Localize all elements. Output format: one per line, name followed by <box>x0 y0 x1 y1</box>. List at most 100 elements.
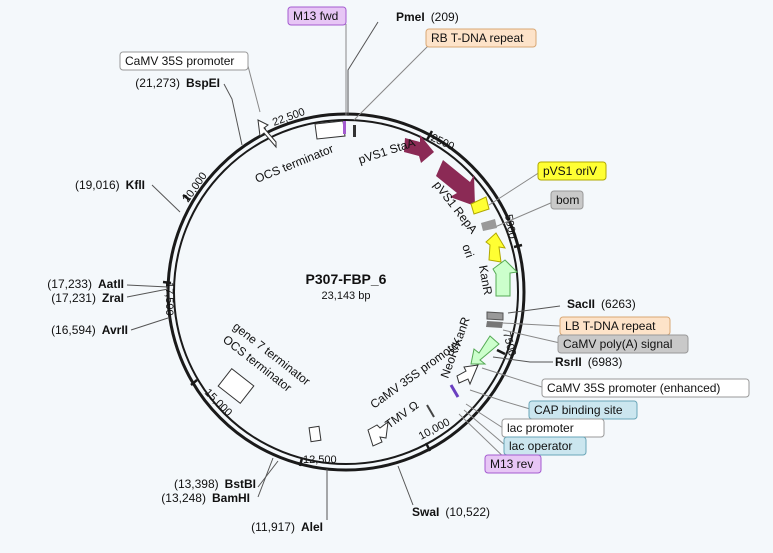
box-camv35s-enh-bg <box>541 378 750 398</box>
box-lb-tdna[interactable]: LB T-DNA repeat <box>559 316 671 336</box>
leader-zrai <box>126 288 169 298</box>
leader-camv-top <box>247 65 261 113</box>
box-m13-fwd-bg <box>287 6 347 26</box>
site-pmei[interactable]: PmeI (209) <box>396 10 459 24</box>
site-zrai-name: ZraI <box>102 291 124 305</box>
box-m13-fwd[interactable]: M13 fwd <box>287 6 347 26</box>
ocs-terminator-top-feature <box>314 120 346 140</box>
site-aatii-name: AatII <box>98 277 124 291</box>
box-bom-bg <box>550 190 584 210</box>
leader-cap <box>469 389 531 410</box>
leader-enh <box>481 367 546 389</box>
box-cap-site-text: CAP binding site <box>534 403 623 417</box>
site-bspei-name: BspEI <box>186 76 220 90</box>
site-aatii[interactable]: (17,233) AatII <box>47 277 124 291</box>
tick-mark-10000 <box>424 442 432 452</box>
feature-leaders <box>247 24 561 464</box>
site-swai-name: SwaI <box>412 505 439 519</box>
site-aatii-pos: (17,233) <box>47 277 92 291</box>
site-bstbi-name: BstBI <box>225 477 256 491</box>
box-lac-promoter[interactable]: lac promoter <box>501 418 605 438</box>
tmv-mark-feature <box>426 404 435 418</box>
gene7-terminator-feature <box>308 425 322 443</box>
box-pvs1-oriv-bg <box>537 161 607 181</box>
site-sacii[interactable]: SacII(6263) <box>567 297 636 311</box>
site-kfli[interactable]: (19,016) KflI <box>75 178 145 192</box>
site-alei[interactable]: (11,917)AleI <box>251 520 323 534</box>
tick-mark-2500 <box>425 130 434 141</box>
ori-feature <box>485 232 506 263</box>
box-m13-rev-text: M13 rev <box>490 457 533 471</box>
leader-sacii <box>507 305 561 314</box>
box-m13-fwd-text: M13 fwd <box>293 9 338 23</box>
box-camv35s-top-bg <box>119 51 249 71</box>
box-bom[interactable]: bom <box>550 190 584 210</box>
site-swai-pos: (10,522) <box>445 505 490 519</box>
site-rsrii[interactable]: RsrII (6983) <box>555 355 622 369</box>
tick-label-5000: 5000 <box>502 213 518 239</box>
leader-pmei <box>347 21 379 116</box>
neor-kanr-feature <box>470 335 500 365</box>
label-ocs-top: OCS terminator <box>253 142 336 186</box>
site-avrii-name: AvrII <box>102 323 128 337</box>
box-camv35s-enh[interactable]: CaMV 35S promoter (enhanced) <box>541 378 750 398</box>
leader-aatii <box>126 284 169 288</box>
site-bspei[interactable]: (21,273) BspEI <box>135 76 220 90</box>
site-rsrii-name: RsrII <box>555 355 582 369</box>
leader-bspei <box>223 83 243 146</box>
box-lac-promoter-text: lac promoter <box>507 421 574 435</box>
site-pmei-pos: (209) <box>431 10 459 24</box>
leader-avrii <box>130 317 169 331</box>
site-rsrii-pos: (6983) <box>588 355 623 369</box>
site-swai[interactable]: SwaI (10,522) <box>412 505 490 519</box>
plasmid-size: 23,143 bp <box>322 290 371 302</box>
box-camv35s-enh-text: CaMV 35S promoter (enhanced) <box>547 381 720 395</box>
site-pmei-name: PmeI <box>396 10 425 24</box>
leader-bstbi <box>257 460 279 488</box>
box-rb-tdna[interactable]: RB T-DNA repeat <box>425 28 537 48</box>
site-bamhi-pos: (13,248) <box>161 491 206 505</box>
site-kfli-pos: (19,016) <box>75 178 120 192</box>
tick-mark-20000 <box>182 193 191 202</box>
box-bom-text: bom <box>556 193 579 207</box>
leader-bom <box>494 201 554 228</box>
leader-rb <box>353 43 431 121</box>
box-pvs1-oriv[interactable]: pVS1 oriV <box>537 161 607 181</box>
tick-mark-7500 <box>496 348 506 356</box>
site-bamhi[interactable]: (13,248)BamHI <box>161 491 250 505</box>
camv35s-inner-feature <box>367 420 389 447</box>
box-cap-site[interactable]: CAP binding site <box>528 400 638 420</box>
site-avrii-pos: (16,594) <box>51 323 96 337</box>
site-bspei-pos: (21,273) <box>135 76 180 90</box>
box-camv35s-top-text: CaMV 35S promoter <box>125 54 234 68</box>
box-m13-rev[interactable]: M13 rev <box>484 454 542 474</box>
box-camv35s-top[interactable]: CaMV 35S promoter <box>119 51 249 71</box>
site-kfli-name: KflI <box>126 178 145 192</box>
leader-lacop <box>463 409 506 446</box>
pvs1-oriv-feature <box>470 196 490 215</box>
box-rb-tdna-text: RB T-DNA repeat <box>431 31 524 45</box>
site-alei-name: AleI <box>301 520 323 534</box>
site-avrii[interactable]: (16,594) AvrII <box>51 323 128 337</box>
site-zrai[interactable]: (17,231) ZraI <box>51 291 124 305</box>
box-camv-polya[interactable]: CaMV poly(A) signal <box>557 334 689 354</box>
lb-tdna-feature <box>486 311 504 321</box>
site-bstbi[interactable]: (13,398)BstBI <box>174 477 256 491</box>
box-lac-operator-text: lac operator <box>509 439 572 453</box>
site-sacii-name: SacII <box>567 297 595 311</box>
leader-bamhi <box>257 457 274 498</box>
tick-label-12500: 12,500 <box>303 454 337 466</box>
bom-feature <box>481 219 497 231</box>
ocs-terminator-bottom-feature <box>217 368 255 404</box>
label-tmv: TMV Ω <box>383 398 422 431</box>
leader-kfli <box>151 184 181 213</box>
site-zrai-pos: (17,231) <box>51 291 96 305</box>
camv35s-enh-feature <box>456 364 479 386</box>
tick-mark-5000 <box>513 243 523 249</box>
plasmid-name: P307-FBP_6 <box>306 271 387 287</box>
box-camv-polya-text: CaMV poly(A) signal <box>563 337 672 351</box>
backbone-inner <box>173 119 519 465</box>
tmv-omega-feature <box>449 384 460 398</box>
box-lac-operator[interactable]: lac operator <box>503 436 587 456</box>
